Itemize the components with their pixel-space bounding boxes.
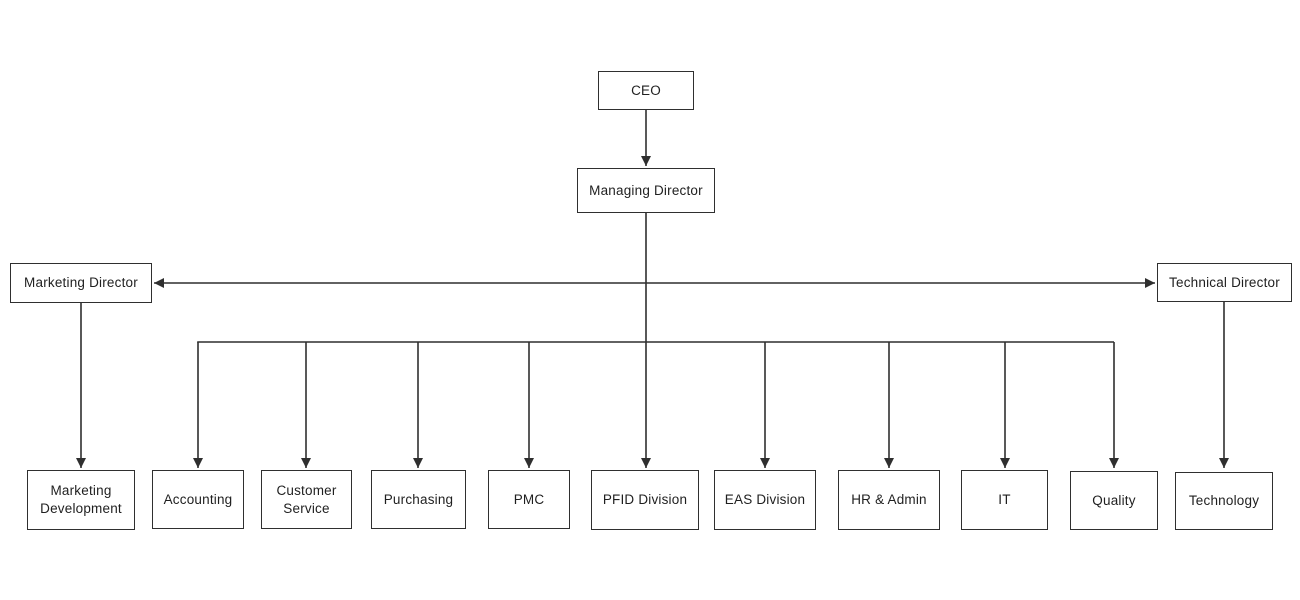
org-node-ceo: CEO <box>598 71 694 110</box>
org-node-pmc: PMC <box>488 470 570 529</box>
org-node-it: IT <box>961 470 1048 530</box>
org-node-technical-director: Technical Director <box>1157 263 1292 302</box>
org-node-pfid-division: PFID Division <box>591 470 699 530</box>
org-node-technology: Technology <box>1175 472 1273 530</box>
org-node-quality: Quality <box>1070 471 1158 530</box>
org-node-accounting: Accounting <box>152 470 244 529</box>
org-node-marketing-director: Marketing Director <box>10 263 152 303</box>
org-node-customer-service: Customer Service <box>261 470 352 529</box>
org-node-managing-director: Managing Director <box>577 168 715 213</box>
org-node-eas-division: EAS Division <box>714 470 816 530</box>
org-node-purchasing: Purchasing <box>371 470 466 529</box>
org-node-marketing-development: Marketing Development <box>27 470 135 530</box>
org-node-hr-admin: HR & Admin <box>838 470 940 530</box>
